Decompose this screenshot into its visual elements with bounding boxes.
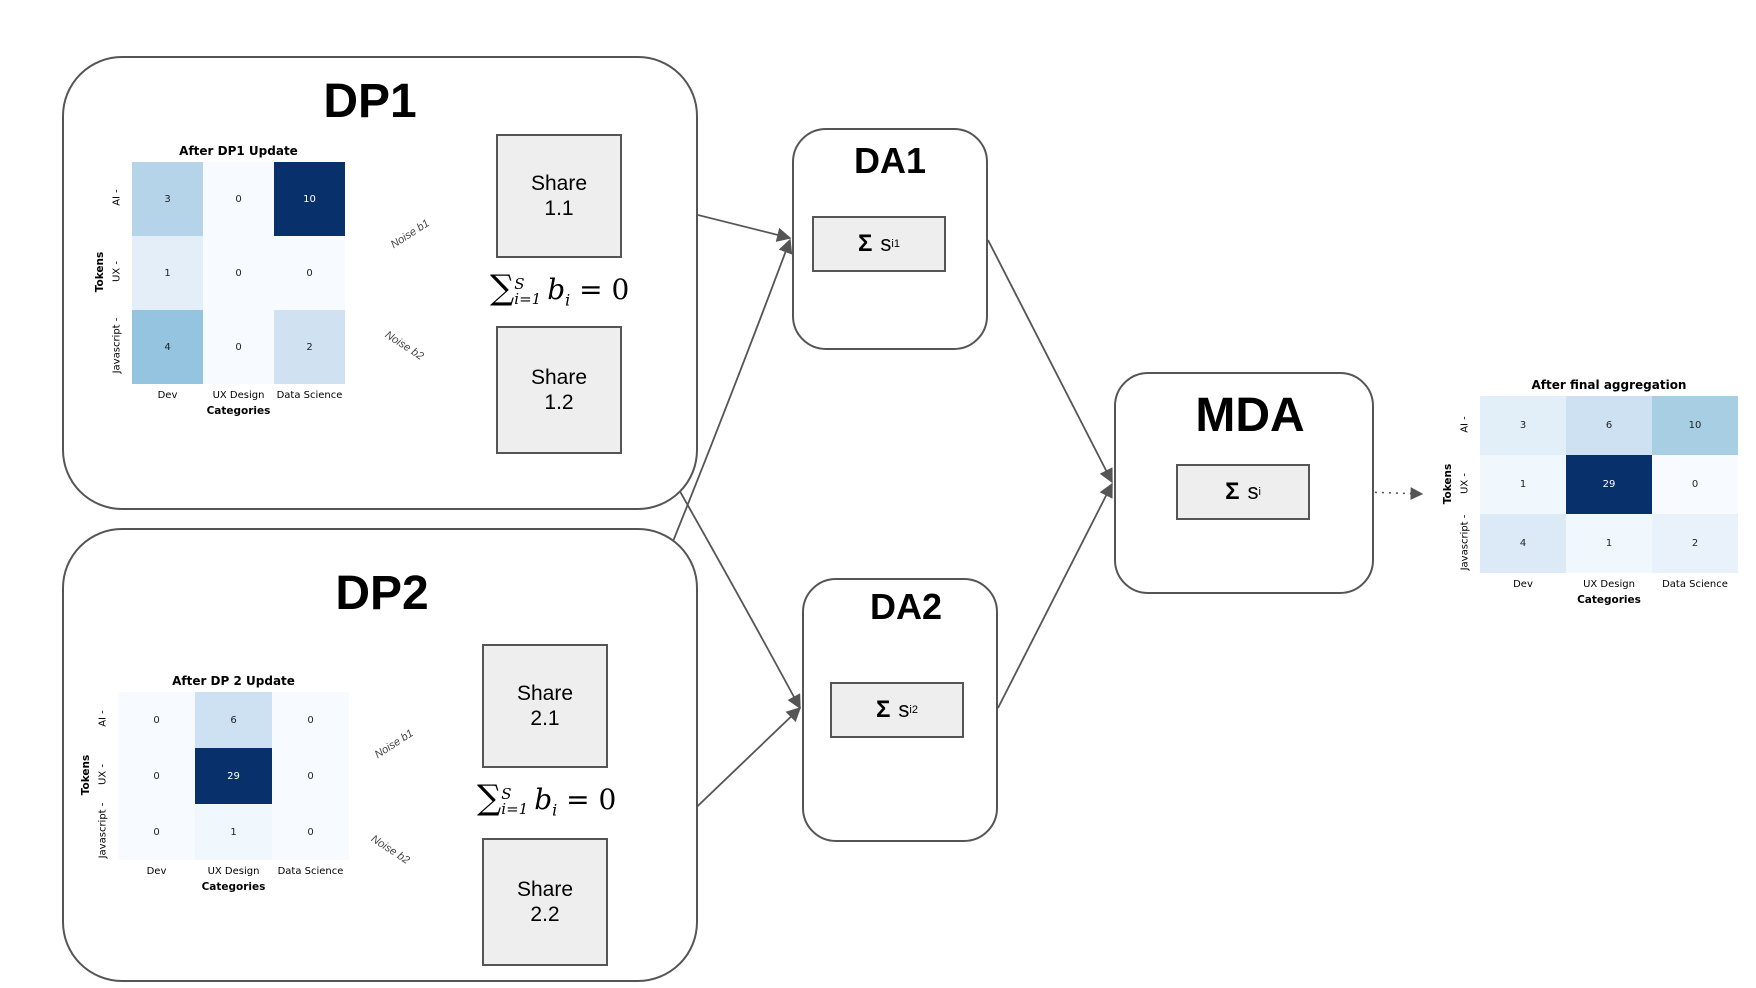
dp1-heatmap-cell: 0 [203, 162, 274, 236]
dp2-heatmap-cell: 0 [118, 692, 195, 748]
dp2-title: DP2 [335, 567, 429, 620]
dp2-heatmap-cell: 0 [272, 748, 349, 804]
dp1-heatmap-cell: 3 [132, 162, 203, 236]
dp2-heatmap-ylabel: Tokens [80, 754, 92, 796]
dp2-heatmap-xtick: Dev [146, 866, 167, 877]
share-2-1[interactable]: Share 2.1 [482, 644, 608, 768]
dp2-heatmap-cell: 0 [272, 804, 349, 860]
final-heatmap-cell: 29 [1566, 455, 1652, 514]
share-1-2[interactable]: Share 1.2 [496, 326, 622, 454]
dp1-heatmap-ytick: Javascript - [111, 317, 123, 374]
share-2-2-number: 2.2 [530, 903, 560, 926]
edge-mda-to-final [1311, 487, 1424, 500]
dp1-heatmap-cell: 10 [274, 162, 345, 236]
edge-da1-to-mda [987, 239, 1113, 484]
edge-da2-to-mda [997, 482, 1113, 709]
final-heatmap-xtick: UX Design [1583, 579, 1635, 590]
share-2-2-label: Share [516, 878, 574, 901]
final-heatmap-title: After final aggregation [1531, 378, 1687, 392]
final-heatmap-xlabel: Categories [1577, 594, 1641, 606]
dp2-heatmap-cell: 1 [195, 804, 272, 860]
share-1-1-label: Share [530, 172, 588, 195]
share-2-1-number: 2.1 [530, 707, 560, 730]
dp1-heatmap-cell: 0 [203, 310, 274, 384]
final-heatmap-xtick: Dev [1513, 579, 1533, 590]
dp1-title: DP1 [323, 75, 417, 128]
dp1-heatmap-ytick: UX - [111, 261, 123, 282]
dp1-heatmap-xtick: Data Science [276, 390, 343, 401]
share-1-2-number: 1.2 [544, 391, 574, 414]
dp1-heatmap-ylabel: Tokens [94, 251, 106, 293]
final-heatmap-cell: 6 [1566, 396, 1652, 455]
final-heatmap-cell: 1 [1566, 514, 1652, 573]
dp1-heatmap-xlabel: Categories [206, 405, 271, 417]
dp2-heatmap-xtick: UX Design [207, 866, 260, 877]
dp2-heatmap-cell: 0 [118, 804, 195, 860]
final-heatmap-cell: 4 [1480, 514, 1566, 573]
dp1-heatmap-xtick: Dev [157, 390, 178, 401]
dp1-heatmap-cell: 4 [132, 310, 203, 384]
share-2-2[interactable]: Share 2.2 [482, 838, 608, 966]
dp1-heatmap-ytick: AI - [111, 189, 123, 206]
mda-title: MDA [1195, 389, 1305, 442]
dp2-heatmap-xlabel: Categories [201, 881, 266, 893]
final-heatmap-cell: 0 [1652, 455, 1738, 514]
dp1-heatmap-title: After DP1 Update [179, 144, 298, 158]
da1-title: DA1 [853, 140, 927, 181]
da2-title: DA2 [869, 586, 943, 627]
final-heatmap-cell: 3 [1480, 396, 1566, 455]
dp2-heatmap-xtick: Data Science [277, 866, 344, 877]
dp2-heatmap-title: After DP 2 Update [172, 674, 295, 688]
final-heatmap-cell: 1 [1480, 455, 1566, 514]
dp1-heatmap-cell: 2 [274, 310, 345, 384]
dp1-heatmap-cell: 1 [132, 236, 203, 310]
dp1-heatmap-cell: 0 [203, 236, 274, 310]
share-1-2-label: Share [530, 366, 588, 389]
final-heatmap-ytick: Javascript - [1459, 514, 1471, 570]
share-2-1-label: Share [516, 682, 574, 705]
dp2-heatmap-cell: 0 [118, 748, 195, 804]
dp2-heatmap-ytick: Javascript - [97, 802, 109, 859]
share-1-1[interactable]: Share 1.1 [496, 134, 622, 258]
final-heatmap-ylabel: Tokens [1442, 463, 1454, 504]
final-heatmap-cell: 2 [1652, 514, 1738, 573]
dp1-heatmap-xtick: UX Design [212, 390, 265, 401]
dp2-heatmap-cell: 6 [195, 692, 272, 748]
dp2-heatmap-cell: 0 [272, 692, 349, 748]
final-heatmap-xtick: Data Science [1662, 579, 1728, 590]
final-heatmap-cell: 10 [1652, 396, 1738, 455]
dp1-heatmap-cell: 0 [274, 236, 345, 310]
share-1-1-number: 1.1 [544, 197, 574, 220]
dp2-heatmap-cell: 29 [195, 748, 272, 804]
